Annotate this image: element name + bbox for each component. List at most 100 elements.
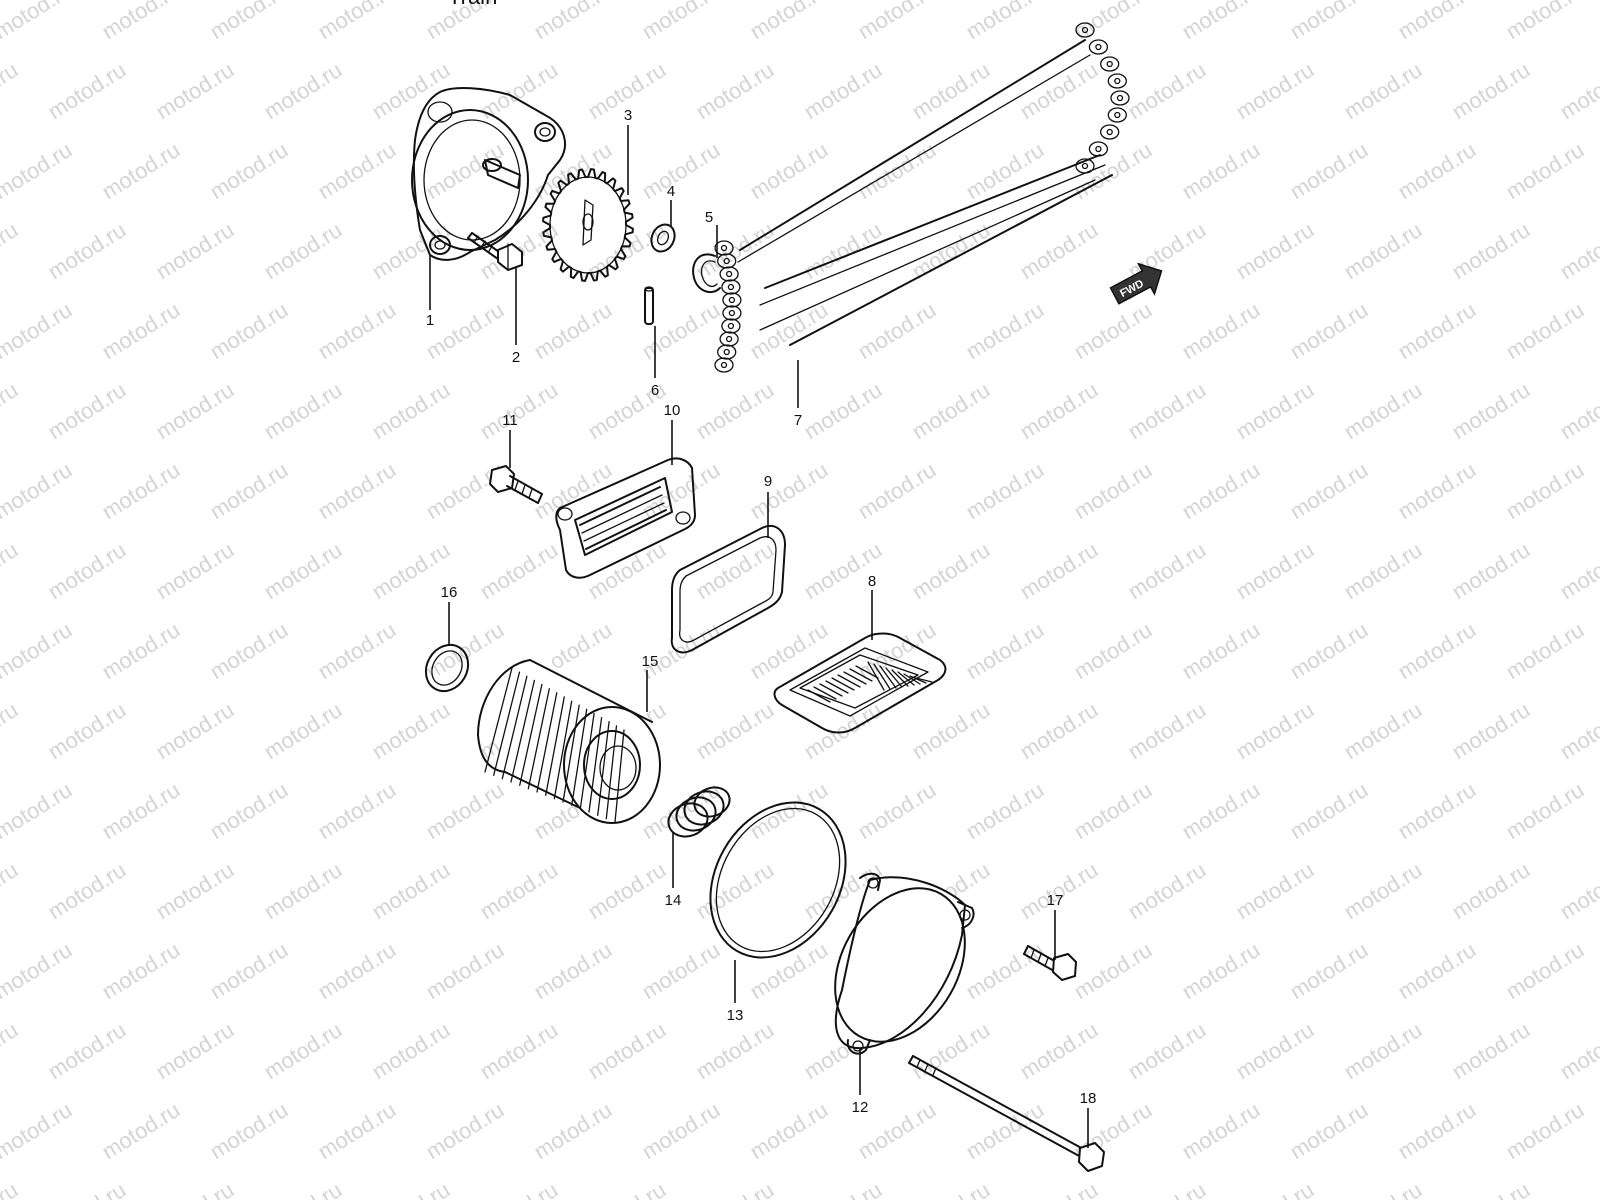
chain-pin <box>727 283 735 291</box>
chain-link <box>1088 39 1109 55</box>
watermark-text: motod.ru <box>0 777 76 844</box>
watermark-text: motod.ru <box>691 217 778 284</box>
watermark-text: motod.ru <box>1231 57 1318 124</box>
watermark-text: motod.ru <box>1069 937 1156 1004</box>
callout-6: 6 <box>651 382 659 399</box>
watermark-text: motod.ru <box>1501 0 1588 44</box>
chain-pin <box>728 309 736 317</box>
watermark-text: motod.ru <box>97 1097 184 1164</box>
chain-pin <box>723 348 730 356</box>
watermark-text: motod.ru <box>1285 937 1372 1004</box>
watermark-text: motod.ru <box>1339 377 1426 444</box>
screen-mesh-line <box>813 686 837 700</box>
chain-pin <box>725 335 733 343</box>
watermark-text: motod.ru <box>151 697 238 764</box>
watermark-text: motod.ru <box>1231 217 1318 284</box>
chain-link <box>719 331 739 347</box>
chain-link <box>714 357 734 373</box>
oil-strainer <box>555 457 696 579</box>
watermark-text: motod.ru <box>1285 297 1372 364</box>
filter-pleat <box>597 721 610 816</box>
chain-link <box>1107 73 1127 89</box>
watermark-text: motod.ru <box>1501 1097 1588 1164</box>
watermark-text: motod.ru <box>691 537 778 604</box>
chain-pin <box>1081 26 1089 34</box>
watermark-text: motod.ru <box>961 0 1048 44</box>
watermark-text: motod.ru <box>259 697 346 764</box>
watermark-text: motod.ru <box>1231 1177 1318 1200</box>
watermark-text: motod.ru <box>799 537 886 604</box>
screen-mesh-line <box>897 671 915 686</box>
watermark-text: motod.ru <box>1501 137 1588 204</box>
watermark-text: motod.ru <box>1447 57 1534 124</box>
watermark-text: motod.ru <box>1069 0 1156 44</box>
chain-link <box>1110 90 1130 106</box>
watermark-text: motod.ru <box>367 697 454 764</box>
watermark-text: motod.ru <box>0 137 76 204</box>
screen-mesh-line <box>819 683 843 697</box>
cap-bolt-short <box>1023 945 1077 981</box>
oil-pump-drive-chain <box>714 22 1130 373</box>
watermark-text: motod.ru <box>1501 457 1588 524</box>
callout-12: 12 <box>852 1099 869 1116</box>
filter-pleat <box>553 700 573 800</box>
watermark-text: motod.ru <box>1177 777 1264 844</box>
filter-pleat <box>545 696 565 796</box>
callout-numbers: 1 2 3 4 5 6 7 8 9 10 11 12 13 14 15 16 1… <box>426 107 1097 1116</box>
watermark-text: motod.ru <box>259 377 346 444</box>
watermark-text: motod.ru <box>1177 937 1264 1004</box>
screen-mesh-line <box>873 663 891 690</box>
watermark-text: motod.ru <box>1447 857 1534 924</box>
filter-pleat <box>510 679 536 783</box>
watermark-text: motod.ru <box>1285 777 1372 844</box>
watermark-text: motod.ru <box>1123 857 1210 924</box>
watermark-text: motod.ru <box>1339 217 1426 284</box>
chain-link <box>721 318 741 334</box>
oil-filter-cap <box>834 872 975 1055</box>
callout-8: 8 <box>868 573 876 590</box>
watermark-text: motod.ru <box>205 937 292 1004</box>
watermark-text: motod.ru <box>313 0 400 44</box>
watermark-text: motod.ru <box>97 457 184 524</box>
watermark-text: motod.ru <box>313 617 400 684</box>
watermark-text: motod.ru <box>313 777 400 844</box>
chain-pin <box>727 322 735 330</box>
watermark-text: motod.ru <box>0 217 22 284</box>
watermark-text: motod.ru <box>0 937 76 1004</box>
watermark-text: motod.ru <box>205 1097 292 1164</box>
watermark-text: motod.ru <box>0 377 22 444</box>
watermark-text: motod.ru <box>259 537 346 604</box>
watermark-text: motod.ru <box>421 1097 508 1164</box>
filter-pleat <box>501 675 528 780</box>
watermark-text: motod.ru <box>691 57 778 124</box>
watermark-text: motod.ru <box>259 857 346 924</box>
watermark-text: motod.ru <box>475 537 562 604</box>
watermark-text: motod.ru <box>637 0 724 44</box>
watermark-text: motod.ru <box>1177 457 1264 524</box>
watermark-text: motod.ru <box>43 697 130 764</box>
callout-9: 9 <box>764 473 772 490</box>
watermark-text: motod.ru <box>0 0 76 44</box>
watermark-text: motod.ru <box>637 137 724 204</box>
callout-1: 1 <box>426 312 434 329</box>
watermark-text: motod.ru <box>583 1017 670 1084</box>
watermark-text: motod.ru <box>853 777 940 844</box>
watermark-text: motod.ru <box>0 617 76 684</box>
chain-pin <box>1106 60 1113 68</box>
dowel-pin <box>644 286 654 325</box>
watermark-text: motod.ru <box>1177 617 1264 684</box>
watermark-text: motod.ru <box>1123 1017 1210 1084</box>
callout-4: 4 <box>667 183 675 200</box>
watermark-text: motod.ru <box>529 297 616 364</box>
watermark-text: motod.ru <box>1015 1177 1102 1200</box>
screen-mesh-line <box>879 665 897 689</box>
watermark-text: motod.ru <box>475 377 562 444</box>
callout-16: 16 <box>441 584 458 601</box>
watermark-text: motod.ru <box>205 457 292 524</box>
small-o-ring <box>424 643 470 693</box>
watermark-text: motod.ru <box>691 857 778 924</box>
screen-mesh-line <box>831 677 855 691</box>
chain-pin <box>723 257 730 265</box>
watermark-text: motod.ru <box>637 937 724 1004</box>
